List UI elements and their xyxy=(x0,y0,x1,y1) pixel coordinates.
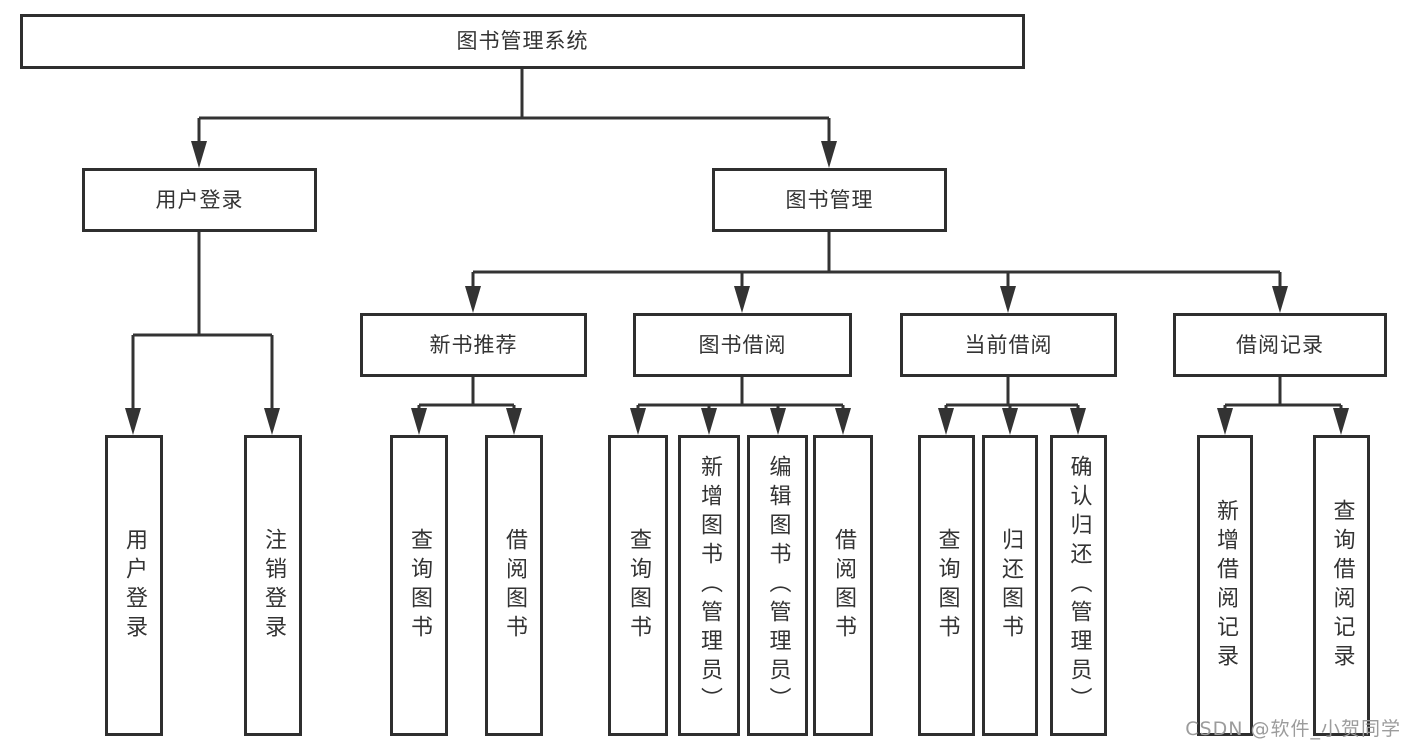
leaf-user-login: 用户登录 xyxy=(105,435,163,736)
leaf-label: 确认归还（管理员） xyxy=(1066,455,1092,716)
watermark-text: CSDN @软件_小贺同学 xyxy=(1185,718,1401,740)
leaf-query-borrow-record: 查询借阅记录 xyxy=(1313,435,1370,736)
arrowhead-group xyxy=(125,141,1349,435)
node-root-label: 图书管理系统 xyxy=(456,29,589,53)
node-new-book-recommendation: 新书推荐 xyxy=(360,313,587,377)
leaf-edit-books-admin: 编辑图书（管理员） xyxy=(747,435,808,736)
leaf-query-books-3: 查询图书 xyxy=(918,435,975,736)
node-new-book-recommendation-label: 新书推荐 xyxy=(429,332,518,357)
leaf-label: 新增图书（管理员） xyxy=(697,455,722,716)
leaf-label: 借阅图书 xyxy=(502,527,527,644)
leaf-label: 查询图书 xyxy=(934,527,960,644)
leaf-borrow-books-2: 借阅图书 xyxy=(813,435,873,736)
leaf-confirm-return-admin: 确认归还（管理员） xyxy=(1050,435,1107,736)
node-user-login-label: 用户登录 xyxy=(155,187,244,212)
node-book-management: 图书管理 xyxy=(712,168,947,232)
node-user-login: 用户登录 xyxy=(82,168,317,232)
leaf-label: 查询借阅记录 xyxy=(1329,498,1355,673)
node-book-management-label: 图书管理 xyxy=(785,187,874,212)
leaf-query-books-1: 查询图书 xyxy=(390,435,448,736)
node-borrowing-records-label: 借阅记录 xyxy=(1236,332,1324,357)
leaf-borrow-books-1: 借阅图书 xyxy=(485,435,543,736)
node-borrowing-records: 借阅记录 xyxy=(1173,313,1387,377)
leaf-label: 编辑图书（管理员） xyxy=(765,455,791,716)
leaf-label: 查询图书 xyxy=(626,527,651,644)
leaf-label: 注销登录 xyxy=(261,527,286,644)
leaf-logout: 注销登录 xyxy=(244,435,302,736)
leaf-label: 用户登录 xyxy=(122,527,147,644)
leaf-add-books-admin: 新增图书（管理员） xyxy=(678,435,740,736)
leaf-label: 新增借阅记录 xyxy=(1213,498,1238,673)
leaf-label: 借阅图书 xyxy=(831,527,856,644)
leaf-label: 归还图书 xyxy=(998,527,1023,644)
leaf-query-books-2: 查询图书 xyxy=(608,435,668,736)
node-current-borrowing-label: 当前借阅 xyxy=(964,332,1053,357)
node-book-borrowing-label: 图书借阅 xyxy=(698,332,787,357)
leaf-add-borrow-record: 新增借阅记录 xyxy=(1197,435,1253,736)
node-root: 图书管理系统 xyxy=(20,14,1025,69)
leaf-return-books: 归还图书 xyxy=(982,435,1038,736)
leaf-label: 查询图书 xyxy=(407,527,432,644)
node-current-borrowing: 当前借阅 xyxy=(900,313,1117,377)
node-book-borrowing: 图书借阅 xyxy=(633,313,852,377)
